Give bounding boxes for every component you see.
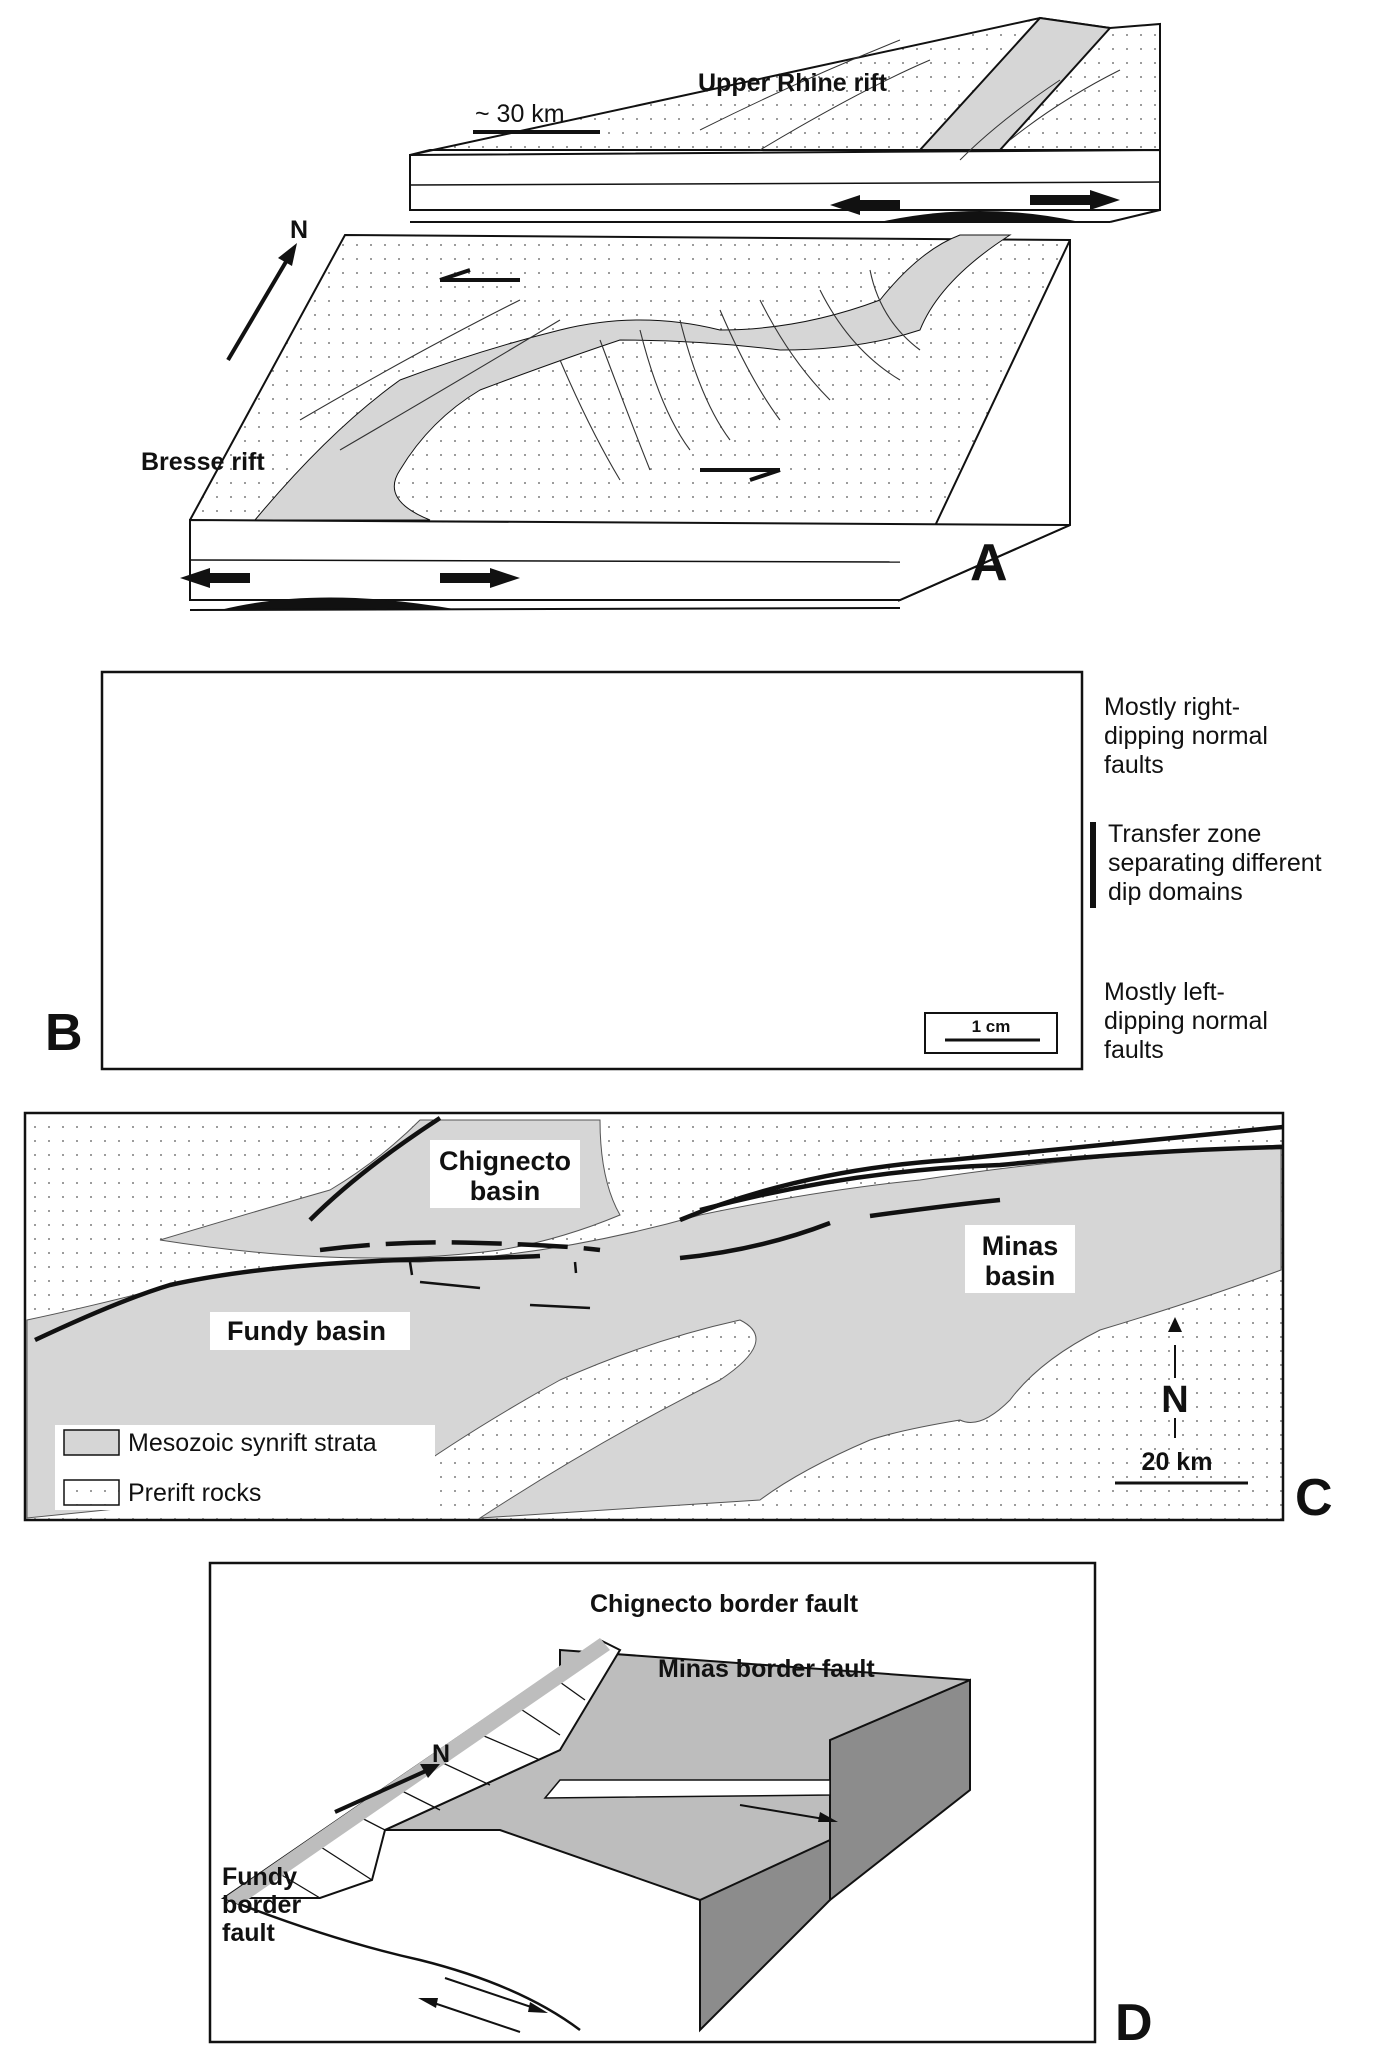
legend-prerift-label: Prerift rocks [128, 1479, 261, 1507]
fundy-fault-line2: border [222, 1891, 301, 1919]
fundy-label-box [210, 1312, 410, 1350]
minas-basin-line1: Minas [982, 1231, 1059, 1261]
scale-label-c: 20 km [1142, 1448, 1213, 1476]
fault-lines-c [34, 1116, 1284, 1343]
chignecto-basin-line2: basin [470, 1176, 541, 1206]
panel-letter-d: D [1115, 1994, 1153, 2052]
scale-box-b [924, 1012, 1058, 1054]
chignecto-basin-line1: Chignecto [439, 1146, 571, 1176]
legend-middle-line2: separating different [1108, 849, 1322, 877]
north-arrow-a [226, 243, 297, 362]
fundy-fault-line3: fault [222, 1919, 275, 1947]
scale-label-a: ~ 30 km [475, 100, 565, 128]
panel-letter-c: C [1295, 1469, 1333, 1527]
chignecto-fault-label: Chignecto border fault [590, 1590, 859, 1618]
panel-letter-b: B [45, 1004, 83, 1062]
north-label-c: N [1161, 1379, 1188, 1421]
transfer-zone-bar [1090, 822, 1096, 908]
north-arrow-c [1168, 1317, 1182, 1438]
legend-middle-line3: dip domains [1108, 878, 1243, 906]
legend-synrift-swatch [63, 1429, 120, 1456]
panel-d: N Chignecto border fault Minas border fa… [208, 1561, 1153, 2052]
chignecto-label-box [430, 1140, 580, 1208]
fundy-basin-label: Fundy basin [227, 1316, 386, 1346]
bresse-block [180, 233, 1071, 611]
scale-label-b: 1 cm [972, 1017, 1011, 1036]
extension-arrow-right [1030, 190, 1120, 210]
bresse-rift-label: Bresse rift [141, 448, 265, 476]
legend-bottom-line2: dipping normal [1104, 1007, 1268, 1035]
legend-top-line2: dipping normal [1104, 722, 1268, 750]
minas-basin-line2: basin [985, 1261, 1056, 1291]
panel-b-frame [100, 670, 1084, 1071]
minas-fault-label: Minas border fault [658, 1655, 875, 1683]
north-label-d: N [432, 1740, 450, 1768]
bresse-arrow-left [180, 568, 250, 588]
upper-rhine-block [409, 16, 1161, 223]
legend-bottom-line1: Mostly left- [1104, 978, 1225, 1006]
upper-rhine-label: Upper Rhine rift [698, 69, 888, 97]
legend-top-line3: faults [1104, 751, 1164, 779]
north-arrow-d [334, 1764, 440, 1814]
panel-b: 1 cm B Mostly right- dipping normal faul… [45, 670, 1322, 1071]
legend-middle-line1: Transfer zone [1108, 820, 1261, 848]
minas-label-box [965, 1225, 1075, 1293]
extension-arrow-left [830, 195, 900, 215]
bresse-arrow-right [440, 568, 520, 588]
panel-c: Chignecto basin Minas basin Fundy basin … [23, 1111, 1333, 1527]
legend-bottom-line3: faults [1104, 1036, 1164, 1064]
legend-prerift-swatch [63, 1479, 120, 1506]
panel-a: Upper Rhine rift Bresse rift ~ 30 km N A [141, 16, 1161, 611]
panel-letter-a: A [970, 534, 1008, 592]
north-label-a: N [290, 216, 308, 244]
legend-synrift-label: Mesozoic synrift strata [128, 1429, 377, 1457]
fundy-fault-line1: Fundy [222, 1863, 297, 1891]
legend-top-line1: Mostly right- [1104, 693, 1240, 721]
